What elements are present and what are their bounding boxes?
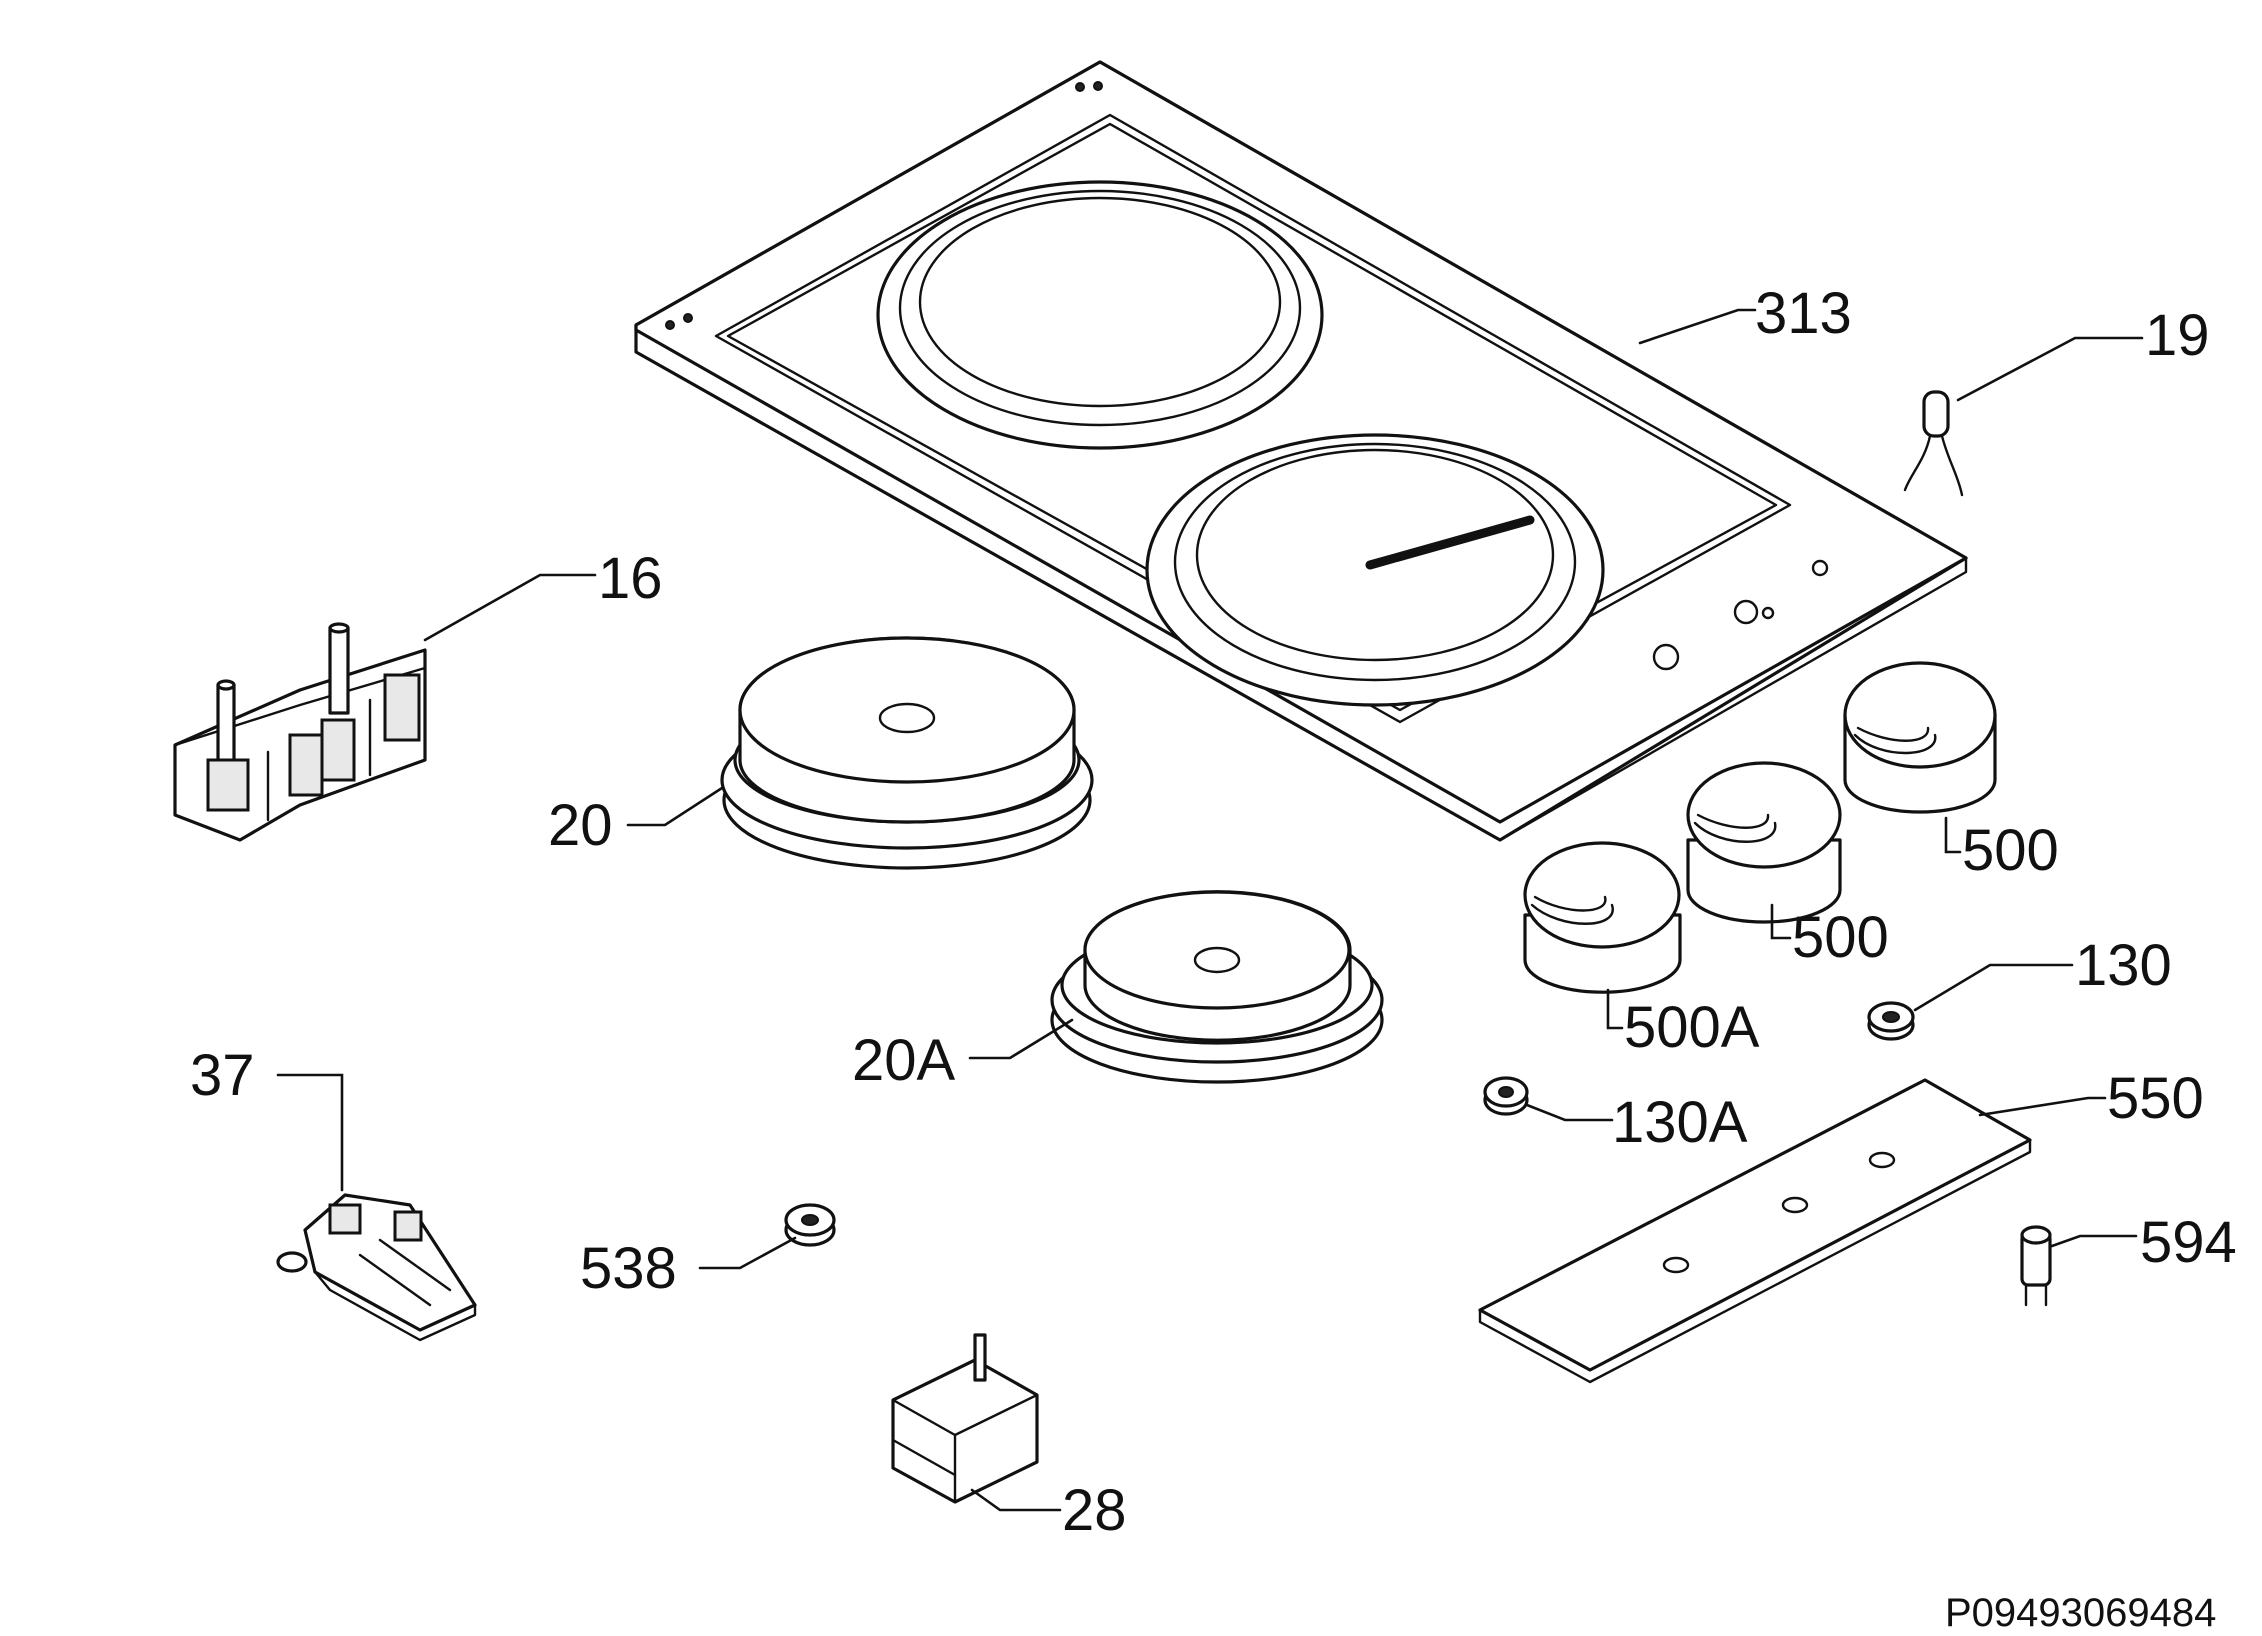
hob-top-plate[interactable] xyxy=(634,60,1968,842)
callout-20a: 20A xyxy=(852,1028,956,1093)
leader-lines xyxy=(276,308,2144,1512)
leader-19 xyxy=(1956,336,2144,402)
leader-28 xyxy=(970,1488,1062,1512)
leader-500-right xyxy=(1944,816,1962,854)
callout-19: 19 xyxy=(2145,303,2210,368)
callout-130: 130 xyxy=(2075,933,2172,998)
leader-500a xyxy=(1606,988,1624,1030)
callout-500a: 500A xyxy=(1624,995,1760,1060)
callout-313: 313 xyxy=(1755,281,1852,346)
callout-28: 28 xyxy=(1062,1478,1127,1543)
callout-500-right: 500 xyxy=(1962,818,2059,883)
callout-20: 20 xyxy=(548,793,613,858)
energy-regulator[interactable] xyxy=(891,1333,1039,1504)
switch-block[interactable] xyxy=(173,622,427,842)
control-knob-middle[interactable] xyxy=(1686,761,1842,924)
leader-16 xyxy=(423,573,597,642)
control-panel-strip[interactable] xyxy=(1478,1078,2032,1384)
hotplate-small[interactable] xyxy=(1050,890,1384,1084)
terminal-block[interactable] xyxy=(276,1193,477,1342)
callout-37: 37 xyxy=(190,1043,255,1108)
callout-538: 538 xyxy=(580,1236,677,1301)
knob-spring[interactable] xyxy=(1867,1001,1915,1041)
callout-594: 594 xyxy=(2140,1210,2237,1275)
callout-labels: 313 19 16 20 20A 500 500 500A 130 130A 5… xyxy=(190,281,2237,1635)
control-knob-left[interactable] xyxy=(1523,841,1682,994)
leader-594 xyxy=(2050,1234,2138,1248)
knob-spring-a[interactable] xyxy=(1483,1076,1529,1116)
leader-20a xyxy=(968,1018,1074,1060)
lamp-holder[interactable] xyxy=(2020,1225,2052,1307)
leader-130a xyxy=(1525,1103,1614,1122)
control-knob-right[interactable] xyxy=(1843,661,1997,814)
leader-37 xyxy=(276,1073,344,1192)
leader-130 xyxy=(1913,963,2074,1012)
callout-130a: 130A xyxy=(1612,1090,1748,1155)
leader-550 xyxy=(1978,1096,2107,1117)
indicator-lamp[interactable] xyxy=(1903,390,1964,497)
drawing-code: P09493069484 xyxy=(1945,1591,2216,1635)
callout-500-mid: 500 xyxy=(1792,905,1889,970)
leader-538 xyxy=(698,1236,797,1270)
leader-500-mid xyxy=(1770,903,1792,940)
callout-550: 550 xyxy=(2107,1066,2204,1131)
leader-313 xyxy=(1638,308,1757,345)
callout-16: 16 xyxy=(598,546,663,611)
hotplate-large[interactable] xyxy=(720,636,1094,870)
fixing-nut[interactable] xyxy=(784,1203,836,1247)
leader-20 xyxy=(626,786,724,827)
